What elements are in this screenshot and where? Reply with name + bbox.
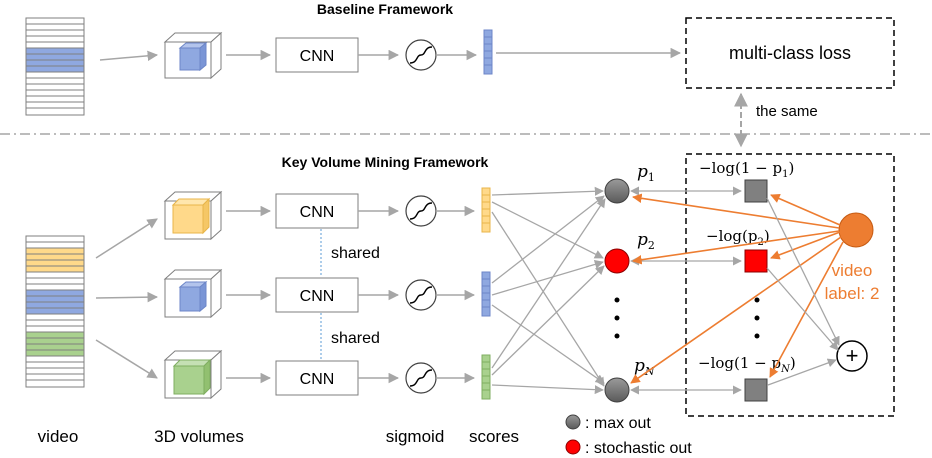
kvm-cnn-box-1 [275,193,359,229]
loss-square-n [744,378,768,402]
p-sub-n: N [644,365,655,378]
video-label-line1: video [832,261,873,280]
baseline-3d-volume [163,31,223,80]
loss-to-sum-arrow-2 [766,267,839,351]
video-label-line2: label: 2 [825,284,880,303]
kvm-cnn-box-2 [275,277,359,313]
caption-sigmoid: sigmoid [386,427,445,446]
loss-square-1 [744,179,768,203]
output-node-2 [604,248,630,274]
arrow-video-to-volume-top [99,50,159,62]
loss-to-sum-arrow-1 [766,197,840,346]
kvm-cnn-label-1: CNN [300,204,335,221]
p-sub-2: 2 [648,239,655,252]
baseline-loss-label: multi-class loss [729,43,851,63]
arrow-video-to-volume-1 [95,218,158,259]
score-to-node-connections [491,186,606,395]
kvm-cnn-label-2: CNN [300,288,335,305]
loss-term-1: −log(1 − p1) [699,159,794,180]
p-label-n: pN [634,356,655,378]
caption-scores: scores [469,427,519,446]
label-node [838,212,874,248]
kvm-sigmoid-3 [405,362,437,394]
output-node-n [604,377,630,403]
baseline-cnn-label: CNN [300,48,335,65]
sum-node [836,340,868,372]
baseline-sigmoid [405,39,437,71]
kvm-loss-box [685,153,895,417]
shared-label-1: shared [331,245,380,262]
kvm-scores-vector-2 [481,271,491,317]
kvm-title: Key Volume Mining Framework [282,154,489,170]
kvm-3d-volume-2 [163,268,223,319]
loss-square-2 [744,249,768,273]
the-same-label: the same [756,103,818,120]
kvm-3d-volume-3 [163,349,223,400]
legend-stochastic-out-icon [565,439,581,455]
legend-stochastic-out-label: : stochastic out [585,440,692,457]
legend-max-out-icon [565,414,581,430]
kvm-sigmoid-1 [405,195,437,227]
legend-max-out-label: : max out [585,415,651,432]
sum-symbol: + [846,343,859,368]
kvm-sigmoid-2 [405,279,437,311]
baseline-cnn-box [275,37,359,73]
label-arrows [630,193,844,384]
kvm-scores-vector-3 [481,354,491,400]
baseline-scores-vector [483,29,493,75]
kvm-video-stack [25,235,85,388]
loss-term-2: −log(p2) [706,227,770,248]
output-node-1 [604,178,630,204]
arrow-video-to-volume-3 [95,339,158,379]
p-label-1: p1 [637,162,655,184]
kvm-3d-volume-1 [163,190,223,241]
vertical-ellipsis-nodes [614,297,620,339]
p-label-2: p2 [637,230,655,252]
caption-video: video [38,427,79,446]
p-sub-1: 1 [648,171,655,184]
loss-term-n: −log(1 − pN) [698,354,796,375]
caption-3d-volumes: 3D volumes [154,427,244,446]
kvm-cnn-box-3 [275,360,359,396]
kvm-cnn-label-3: CNN [300,371,335,388]
baseline-video-stack [25,17,85,116]
baseline-loss-box [685,17,895,89]
loss-to-sum-arrow-n [767,358,837,386]
shared-label-2: shared [331,330,380,347]
kvm-scores-vector-1 [481,187,491,233]
baseline-title: Baseline Framework [317,1,453,17]
arrow-video-to-volume-2 [95,291,159,303]
vertical-ellipsis-losses [754,297,760,339]
